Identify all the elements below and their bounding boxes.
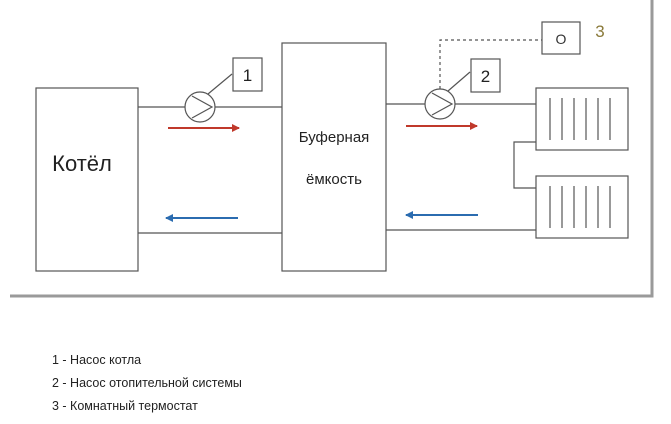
buffer-tank: Буферная ёмкость — [281, 42, 387, 272]
diagram-frame — [10, 0, 654, 298]
pump-1-triangle — [191, 95, 214, 119]
thermostat: O 3 — [439, 21, 605, 89]
pump-2: 2 — [424, 58, 501, 120]
pump-1-number-box — [232, 57, 263, 92]
legend-item-pump-2: 2 - Насос отопительной системы — [52, 376, 242, 390]
radiator-top-body — [535, 87, 629, 151]
pump-1-leader — [207, 73, 233, 95]
radiator-bottom-body — [535, 175, 629, 239]
pipes-boiler-buffer — [138, 106, 282, 234]
flow-arrows — [165, 122, 478, 222]
legend-item-pump-1: 1 - Насос котла — [52, 353, 142, 367]
pump-1-icon — [184, 91, 216, 123]
thermostat-box — [541, 21, 581, 55]
boiler-box — [35, 87, 139, 272]
buffer-tank-label-line1: Буферная — [299, 129, 370, 146]
radiator-top — [535, 87, 629, 151]
boiler-unit: Котёл — [35, 87, 139, 272]
pump-2-leader — [447, 71, 471, 92]
thermostat-control-line — [439, 39, 542, 89]
thermostat-number: 3 — [595, 22, 604, 41]
buffer-tank-label-line2: ёмкость — [306, 171, 362, 188]
buffer-tank-box — [281, 42, 387, 272]
legend-item-thermostat: 3 - Комнатный термостат — [52, 399, 198, 413]
radiator-link-pipe — [513, 141, 536, 189]
boiler-label: Котёл — [52, 151, 112, 176]
legend: 1 - Насос котла 2 - Насос отопительной с… — [52, 349, 242, 418]
heating-scheme-diagram: Котёл Буферная ёмкость 1 2 O — [10, 0, 654, 298]
pump-2-number-box — [470, 58, 501, 93]
pump-2-triangle — [431, 92, 454, 116]
pump-2-number: 2 — [481, 67, 490, 86]
pump-2-icon — [424, 88, 456, 120]
pump-1: 1 — [184, 57, 263, 123]
pump-1-number: 1 — [243, 66, 252, 85]
radiator-bottom — [535, 175, 629, 239]
pipes-buffer-radiators — [386, 103, 536, 231]
thermostat-symbol: O — [556, 31, 567, 47]
